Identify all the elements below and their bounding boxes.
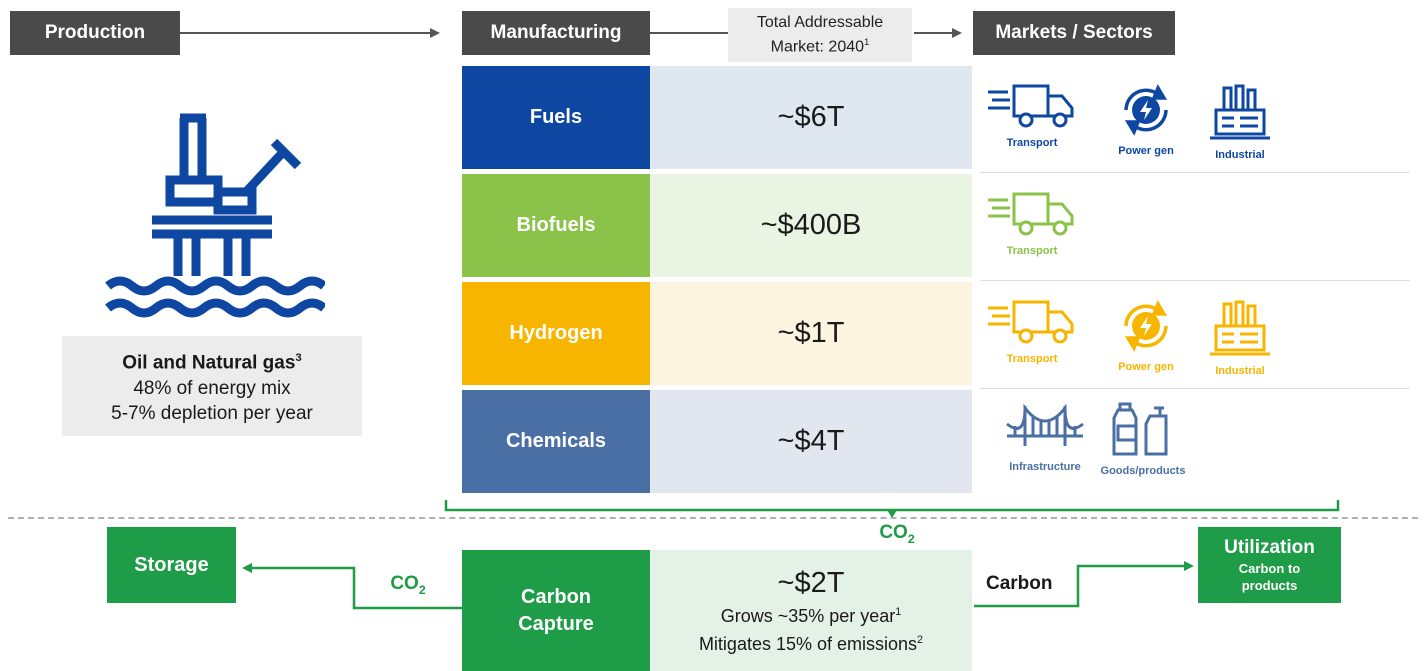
infrastructure-icon: [1005, 402, 1085, 459]
tam-value: ~$6T: [777, 101, 845, 133]
sector-label: Goods/products: [1100, 465, 1186, 477]
sector-label: Industrial: [1215, 365, 1265, 377]
sector-label: Power gen: [1118, 361, 1174, 373]
production-title: Oil and Natural gas: [122, 352, 296, 374]
carbon-label-text: Carbon: [986, 573, 1053, 594]
power-gen-icon: [1116, 298, 1176, 359]
tam-line1: Total Addressable: [756, 13, 884, 31]
tam-line2-wrap: Market: 20401: [771, 33, 870, 57]
capture-mitigation-wrap: Mitigates 15% of emissions2: [699, 628, 923, 656]
co2-top-sub: 2: [907, 531, 915, 546]
category-fuels: Fuels: [462, 66, 650, 169]
sector-label: Transport: [1006, 353, 1058, 365]
category-biofuels: Biofuels: [462, 174, 650, 277]
sector-power-gen: Power gen: [1098, 82, 1194, 157]
category-label: Chemicals: [505, 430, 607, 452]
manufacturing-header: Manufacturing: [462, 11, 650, 55]
sector-label: Transport: [1006, 137, 1058, 149]
transport-icon: [986, 298, 1078, 351]
sector-transport: Transport: [984, 82, 1080, 149]
capture-growth-wrap: Grows ~35% per year1: [721, 600, 902, 628]
power-gen-icon: [1116, 82, 1176, 143]
tam-line2: Market: 2040: [770, 38, 865, 56]
carbon-label: Carbon: [986, 573, 1053, 595]
storage-label: Storage: [134, 553, 209, 576]
sector-transport: Transport: [984, 190, 1080, 257]
co2-top-label: CO2: [862, 522, 932, 546]
sector-divider: [980, 172, 1410, 173]
production-info-box: Oil and Natural gas3 48% of energy mix 5…: [62, 336, 362, 436]
carbon-capture-value: ~$2T: [777, 566, 845, 599]
tam-value-chemicals: ~$4T: [650, 390, 972, 493]
co2-left-sub: 2: [418, 582, 426, 597]
sector-divider: [980, 388, 1410, 389]
tam-arrow: [914, 28, 962, 38]
sector-label: Industrial: [1215, 149, 1265, 161]
capture-growth: Grows ~35% per year: [720, 605, 896, 626]
industrial-icon: [1208, 298, 1272, 363]
sector-industrial: Industrial: [1192, 298, 1288, 377]
markets-header-label: Markets / Sectors: [995, 22, 1153, 43]
category-label: Biofuels: [516, 214, 596, 236]
production-title-wrap: Oil and Natural gas3: [122, 346, 302, 375]
category-label: Hydrogen: [509, 322, 603, 344]
tam-footnote: 1: [864, 36, 870, 48]
production-line2: 5-7% depletion per year: [111, 402, 313, 424]
production-line1: 48% of energy mix: [133, 377, 291, 399]
tam-value-hydrogen: ~$1T: [650, 282, 972, 385]
storage-box: Storage: [107, 527, 236, 603]
oil-rig-icon: [105, 113, 325, 318]
production-arrow: [180, 28, 440, 38]
manufacturing-line: [650, 32, 728, 34]
sector-power-gen: Power gen: [1098, 298, 1194, 373]
co2-left-text: CO: [390, 573, 419, 594]
tam-header: Total Addressable Market: 20401: [728, 8, 912, 62]
industrial-icon: [1208, 82, 1272, 147]
carbon-capture-line1: Carbon: [521, 585, 591, 608]
sector-infrastructure: Infrastructure: [1002, 402, 1088, 473]
utilization-line1: Carbon to: [1238, 561, 1301, 576]
sector-goods-products: Goods/products: [1100, 402, 1186, 477]
tam-value: ~$4T: [777, 425, 845, 457]
transport-icon: [986, 190, 1078, 243]
co2-left-label: CO2: [378, 573, 438, 597]
carbon-capture-box: Carbon Capture: [462, 550, 650, 671]
utilization-box: Utilization Carbon to products: [1198, 527, 1341, 603]
tam-value-biofuels: ~$400B: [650, 174, 972, 277]
sector-label: Power gen: [1118, 145, 1174, 157]
sector-transport: Transport: [984, 298, 1080, 365]
dashed-separator: [8, 517, 1418, 519]
capture-mitigation-footnote: 2: [917, 633, 924, 646]
category-label: Fuels: [529, 106, 583, 128]
co2-bracket: [444, 500, 1340, 518]
carbon-capture-value-box: ~$2T Grows ~35% per year1 Mitigates 15% …: [650, 550, 972, 671]
utilization-arrow: [974, 561, 1194, 608]
sector-label: Transport: [1006, 245, 1058, 257]
storage-arrow: [242, 563, 462, 610]
carbon-capture-line2: Capture: [518, 612, 594, 635]
sector-industrial: Industrial: [1192, 82, 1288, 161]
co2-top-text: CO: [879, 522, 908, 543]
manufacturing-header-label: Manufacturing: [490, 22, 622, 43]
tam-value: ~$400B: [760, 209, 862, 241]
tam-value: ~$1T: [777, 317, 845, 349]
category-hydrogen: Hydrogen: [462, 282, 650, 385]
capture-mitigation: Mitigates 15% of emissions: [698, 633, 918, 654]
utilization-line2: products: [1241, 578, 1298, 593]
production-header: Production: [10, 11, 180, 55]
capture-growth-footnote: 1: [895, 605, 902, 618]
sector-divider: [980, 280, 1410, 281]
category-chemicals: Chemicals: [462, 390, 650, 493]
tam-value-fuels: ~$6T: [650, 66, 972, 169]
utilization-title: Utilization: [1224, 537, 1315, 558]
production-header-label: Production: [44, 22, 146, 43]
goods-products-icon: [1110, 402, 1176, 463]
production-footnote: 3: [295, 352, 302, 365]
sector-label: Infrastructure: [1009, 461, 1081, 473]
transport-icon: [986, 82, 1078, 135]
markets-header: Markets / Sectors: [973, 11, 1175, 55]
